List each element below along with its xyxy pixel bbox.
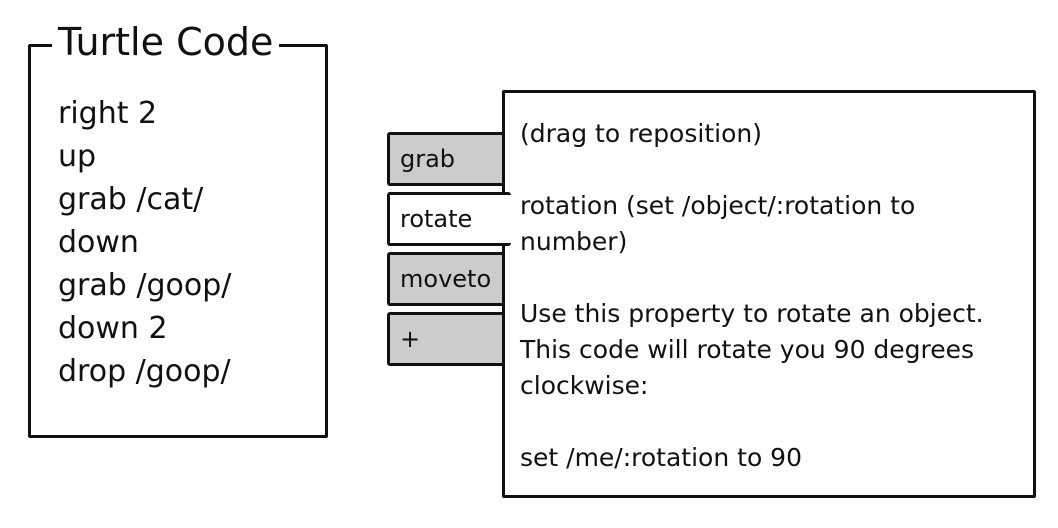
tab-add[interactable]: + xyxy=(387,312,511,366)
tab-moveto[interactable]: moveto xyxy=(387,252,511,306)
property-signature-text: rotation (set /object/:rotation to numbe… xyxy=(520,191,916,256)
code-line[interactable]: grab /goop/ xyxy=(58,268,232,303)
tab-grab[interactable]: grab xyxy=(387,132,511,186)
code-line[interactable]: down xyxy=(58,225,139,260)
help-popup[interactable] xyxy=(502,90,1036,498)
property-description-text: Use this property to rotate an object. T… xyxy=(520,299,984,400)
turtle-code-panel xyxy=(28,44,328,438)
code-line[interactable]: up xyxy=(58,139,97,174)
code-example-text: set /me/:rotation to 90 xyxy=(520,443,802,472)
code-line-list[interactable]: right 2 up grab /cat/ down grab /goop/ d… xyxy=(58,92,231,393)
code-line[interactable]: right 2 xyxy=(58,96,158,131)
tab-rotate[interactable]: rotate xyxy=(387,192,511,246)
turtle-code-title: Turtle Code xyxy=(52,18,280,66)
code-line[interactable]: grab /cat/ xyxy=(58,182,204,217)
drag-hint-text[interactable]: (drag to reposition) xyxy=(520,119,762,148)
code-line[interactable]: drop /goop/ xyxy=(58,354,231,389)
code-line[interactable]: down 2 xyxy=(58,311,168,346)
